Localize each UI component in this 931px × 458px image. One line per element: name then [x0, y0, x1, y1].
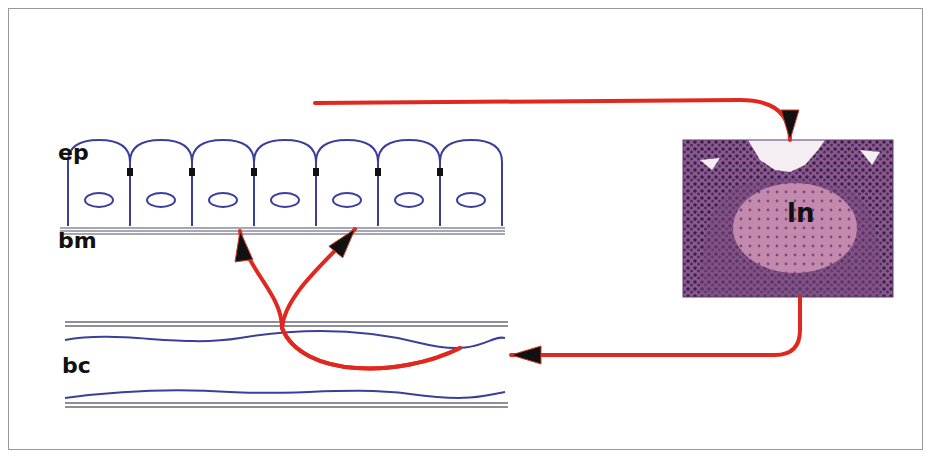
basement-membrane: bm [55, 226, 510, 256]
arrow-head [235, 231, 253, 262]
epithelial-cells [68, 140, 502, 226]
basement-membrane-lines [60, 228, 505, 234]
connector-arrow [315, 100, 790, 140]
arrow-head [781, 110, 799, 140]
connector-arrow [511, 297, 800, 355]
arrow-head [511, 346, 541, 364]
node-label: ep [58, 142, 89, 164]
frame [9, 9, 923, 450]
node-label: bm [58, 230, 97, 252]
arrow-head [329, 229, 355, 258]
connector-arrow [282, 229, 460, 368]
connector-arrow [240, 231, 460, 368]
lymph-node-micrograph [683, 140, 893, 297]
lymph-node: ln [683, 140, 893, 297]
node-label: bc [62, 355, 91, 377]
epithelium-layer: ep [55, 100, 510, 226]
node-label: ln [787, 200, 814, 226]
junctions [127, 168, 443, 176]
